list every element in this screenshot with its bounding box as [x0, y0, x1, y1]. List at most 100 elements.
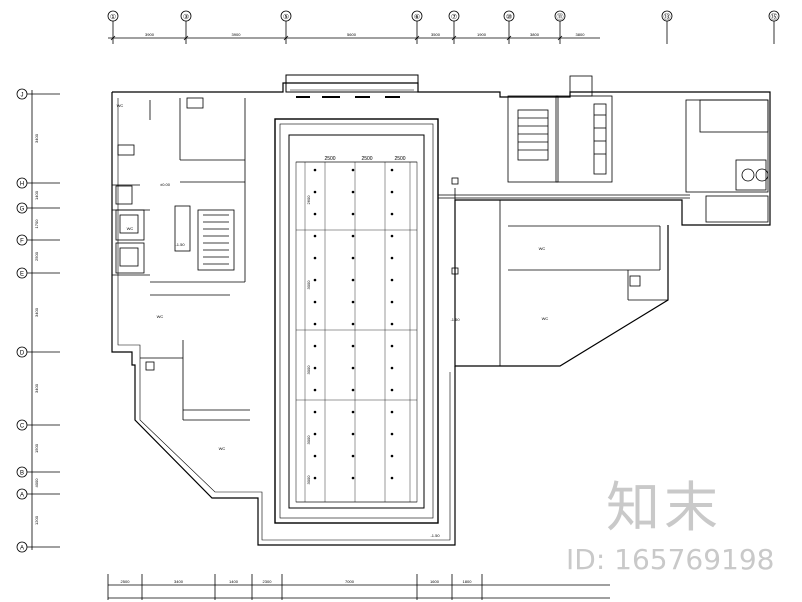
left-dim-label: 1700 — [34, 219, 39, 229]
tick — [110, 35, 116, 41]
pool-outer — [274, 118, 439, 524]
pool-point — [313, 388, 317, 392]
axis-label: ⑦ — [451, 13, 457, 21]
axis-label: ① — [110, 13, 116, 21]
axis-label: ⑮ — [771, 13, 778, 21]
pool-dim-x: 2500 — [394, 156, 405, 162]
axis-label: F — [20, 239, 24, 245]
watermark-logo: 知末 — [606, 476, 722, 539]
axis-label: ③ — [183, 13, 189, 21]
pool-point — [390, 212, 394, 216]
pool-dim-y: 3000 — [306, 280, 311, 290]
pool-point — [390, 388, 394, 392]
pool-point — [313, 168, 317, 172]
pool-point — [351, 322, 355, 326]
left-dim-label: 2500 — [34, 251, 39, 261]
tick — [451, 35, 457, 41]
room-label: WC — [539, 246, 546, 251]
pool-point — [313, 410, 317, 414]
level-mark: -1.50 — [430, 533, 440, 538]
bottom-dim-label: 2300 — [263, 579, 273, 584]
left-dim-label: 1400 — [34, 190, 39, 200]
pool-dim-y: 3000 — [306, 365, 311, 375]
bottom-dim-label: 1600 — [430, 579, 440, 584]
pool-point — [313, 300, 317, 304]
bottom-dim-label: 3400 — [174, 579, 184, 584]
axis-label: ⑩ — [506, 13, 512, 21]
left-dim-label: 1200 — [34, 515, 39, 525]
pool-point — [313, 212, 317, 216]
pool-point — [390, 300, 394, 304]
top-dim-label: 3900 — [145, 32, 155, 37]
pool-point — [351, 256, 355, 260]
level-mark: -1.50 — [450, 317, 460, 322]
level-marks: ±0.00 -1.50 -1.50 -1.50 — [160, 182, 460, 538]
pool-edge — [279, 123, 434, 519]
pool-point — [390, 256, 394, 260]
left-dim-label: 3400 — [34, 307, 39, 317]
pool-grid — [296, 161, 417, 503]
pool-point — [351, 388, 355, 392]
bottom-dim-label: 1800 — [463, 579, 473, 584]
left-dim-label: 4000 — [34, 478, 39, 488]
left-dim-label: 3400 — [34, 383, 39, 393]
axis-label: G — [20, 207, 25, 213]
pool-point — [351, 300, 355, 304]
pool-point — [313, 366, 317, 370]
inner-wall-line — [117, 98, 451, 541]
top-dim-label: 1900 — [477, 32, 487, 37]
level-mark: -1.50 — [175, 242, 185, 247]
axis-label: D — [20, 351, 25, 357]
tick — [557, 35, 563, 41]
pool-point — [351, 344, 355, 348]
pool-point — [313, 322, 317, 326]
room-label: WC — [542, 316, 549, 321]
pool-point — [390, 322, 394, 326]
bottom-dim-label: 1400 — [229, 579, 239, 584]
top-dim-label: 3800 — [530, 32, 540, 37]
pool-point — [351, 234, 355, 238]
right-rooms — [438, 75, 769, 366]
level-mark: ±0.00 — [160, 182, 171, 187]
left-dim-label: 1500 — [34, 443, 39, 453]
axis-label: A — [20, 546, 24, 552]
pool-point — [351, 212, 355, 216]
pool-point — [351, 410, 355, 414]
axis-label: ⑬ — [664, 13, 671, 21]
building-outline — [112, 82, 771, 367]
pool-point — [351, 366, 355, 370]
pool-point — [390, 454, 394, 458]
pool-dim-y: 3000 — [306, 435, 311, 445]
top-dim-label: 3900 — [232, 32, 242, 37]
axis-label: E — [20, 272, 24, 278]
bottom-dim-label: 2500 — [121, 579, 131, 584]
axis-label: ⑪ — [557, 13, 564, 21]
pool-point — [390, 278, 394, 282]
top-dim-label: 3500 — [431, 32, 441, 37]
axis-label: J — [21, 93, 24, 99]
pool-point — [390, 234, 394, 238]
axis-label: ⑤ — [283, 13, 289, 21]
pool-point — [313, 256, 317, 260]
tick — [283, 35, 289, 41]
pool-point — [390, 190, 394, 194]
pool-point — [351, 278, 355, 282]
left-dimension-line: 3400 1400 1700 2500 3400 3400 1500 4000 1200 — [34, 133, 39, 525]
pool-dim-y: 3000 — [306, 475, 311, 485]
north-bay — [285, 74, 419, 93]
pool-point — [390, 366, 394, 370]
pool-point — [351, 454, 355, 458]
pool-inner — [295, 161, 418, 503]
pool-dim-y: 2600 — [306, 195, 311, 205]
tick — [414, 35, 420, 41]
left-dim-label: 3400 — [34, 133, 39, 143]
building-outline-west — [111, 92, 456, 546]
pool-point — [313, 190, 317, 194]
